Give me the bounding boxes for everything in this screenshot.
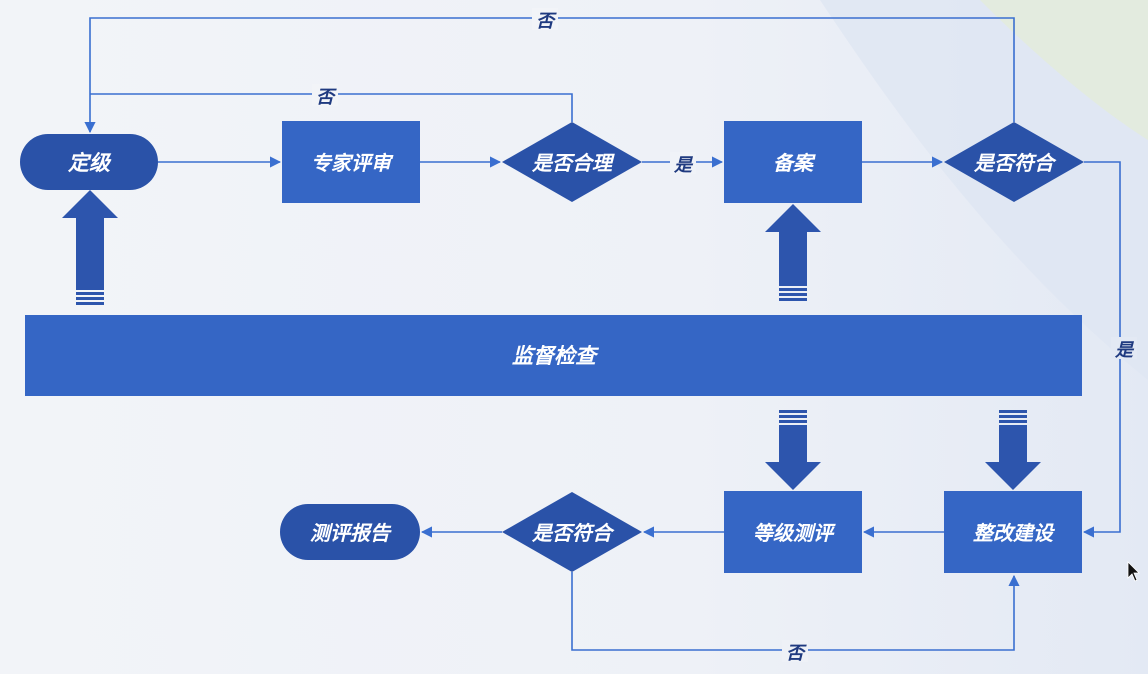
node-dengji-ceping-label: 等级测评 <box>753 521 836 545</box>
node-zhuanjia-pingshen: 专家评审 <box>282 121 420 203</box>
node-shifou-heli-label: 是否合理 <box>531 151 615 175</box>
node-shifou-fuhe-top: 是否符合 <box>944 122 1084 202</box>
edge-heli-fou <box>90 93 573 122</box>
node-zhenggai-jianshe-label: 整改建设 <box>973 521 1056 545</box>
up-arrow-icon <box>62 190 118 305</box>
node-zhenggai-jianshe: 整改建设 <box>944 491 1082 573</box>
node-bei-an-label: 备案 <box>773 151 816 175</box>
node-shifou-fuhe-bottom: 是否符合 <box>502 492 642 572</box>
node-jiandu-jiancha: 监督检查 <box>25 315 1082 396</box>
node-ceping-baogao-label: 测评报告 <box>310 521 392 545</box>
label-shi-fuhe-top: 是 <box>1114 340 1135 361</box>
up-arrow-icon <box>765 204 821 301</box>
label-fou-bottom: 否 <box>786 643 807 664</box>
down-arrow-icon <box>765 410 821 490</box>
down-arrow-icon <box>985 410 1041 490</box>
node-shifou-fuhe-bottom-label: 是否符合 <box>531 521 615 545</box>
node-zhuanjia-pingshen-label: 专家评审 <box>311 151 394 175</box>
label-shi-heli: 是 <box>673 155 694 176</box>
node-dingji: 定级 <box>20 134 158 190</box>
node-ceping-baogao: 测评报告 <box>280 504 420 560</box>
node-bei-an: 备案 <box>724 121 862 203</box>
node-jiandu-jiancha-label: 监督检查 <box>512 344 600 368</box>
label-fou-top: 否 <box>536 11 557 32</box>
node-dingji-label: 定级 <box>67 151 112 175</box>
label-fou-heli: 否 <box>316 87 337 108</box>
mouse-cursor-icon <box>1127 561 1140 582</box>
background-swoosh <box>820 0 1148 380</box>
node-dengji-ceping: 等级测评 <box>724 491 862 573</box>
block-arrows <box>62 190 1041 490</box>
background-accent <box>980 0 1148 140</box>
edge-labels: 否 否 是 是 否 <box>312 8 1137 664</box>
node-shifou-heli: 是否合理 <box>502 122 642 202</box>
node-shifou-fuhe-top-label: 是否符合 <box>973 151 1057 175</box>
